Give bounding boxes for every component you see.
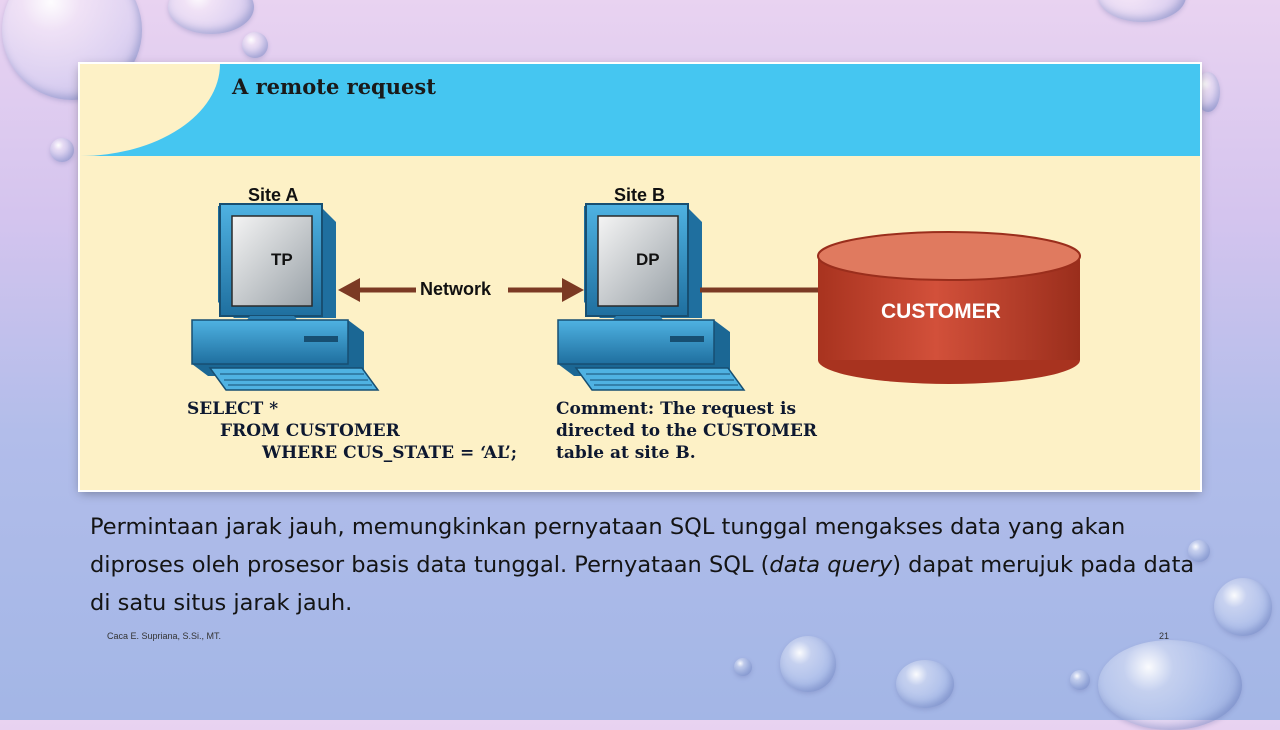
network-arrow-left (338, 278, 416, 302)
decorative-bubble (1098, 0, 1186, 22)
slide-caption: Permintaan jarak jauh, memungkinkan pern… (90, 508, 1200, 622)
footer-author: Caca E. Supriana, S.Si., MT. (107, 631, 222, 641)
database-label: CUSTOMER (881, 300, 1001, 323)
computer-a-icon (191, 203, 380, 391)
decorative-bubble (242, 32, 268, 58)
decorative-bubble (896, 660, 954, 708)
footer-page-number: 21 (1159, 631, 1170, 641)
decorative-bubble (1070, 670, 1090, 690)
decorative-bubble (168, 0, 254, 34)
sql-query-line-3: WHERE CUS_STATE = ‘AL’; (262, 443, 518, 463)
caption-text-part-1: Permintaan jarak jauh, memungkinkan pern… (90, 514, 1126, 578)
computer-b-icon (557, 203, 746, 391)
decorative-bubble (1196, 72, 1220, 112)
figure-header-band (80, 64, 1200, 156)
site-b-processor-label: DP (636, 250, 660, 269)
site-a-processor-label: TP (271, 250, 293, 269)
comment-line-3: table at site B. (556, 443, 696, 463)
figure-title: A remote request (232, 74, 436, 99)
database-cylinder-icon (817, 231, 1081, 384)
sql-query-line-2: FROM CUSTOMER (220, 421, 400, 441)
comment-line-1: Comment: The request is (556, 399, 797, 419)
caption-text-part-2: ) dapat merujuk pada data di satu situs … (90, 552, 1195, 616)
decorative-bubble (50, 138, 74, 162)
remote-request-figure: A remote request Site A Site B (80, 64, 1200, 490)
site-a-label: Site A (248, 185, 299, 205)
network-label: Network (420, 279, 492, 299)
decorative-bubble (1214, 578, 1272, 636)
decorative-bubble (734, 658, 752, 676)
sql-query-line-1: SELECT * (187, 399, 279, 419)
site-b-label: Site B (614, 185, 666, 205)
decorative-bubble (1098, 640, 1242, 730)
network-arrow-right (508, 278, 584, 302)
caption-italic-term: data query (769, 552, 893, 578)
figure-diagram (191, 203, 1081, 391)
decorative-bubble (780, 636, 836, 692)
decorative-bubble (1188, 540, 1210, 562)
comment-line-2: directed to the CUSTOMER (556, 421, 817, 441)
